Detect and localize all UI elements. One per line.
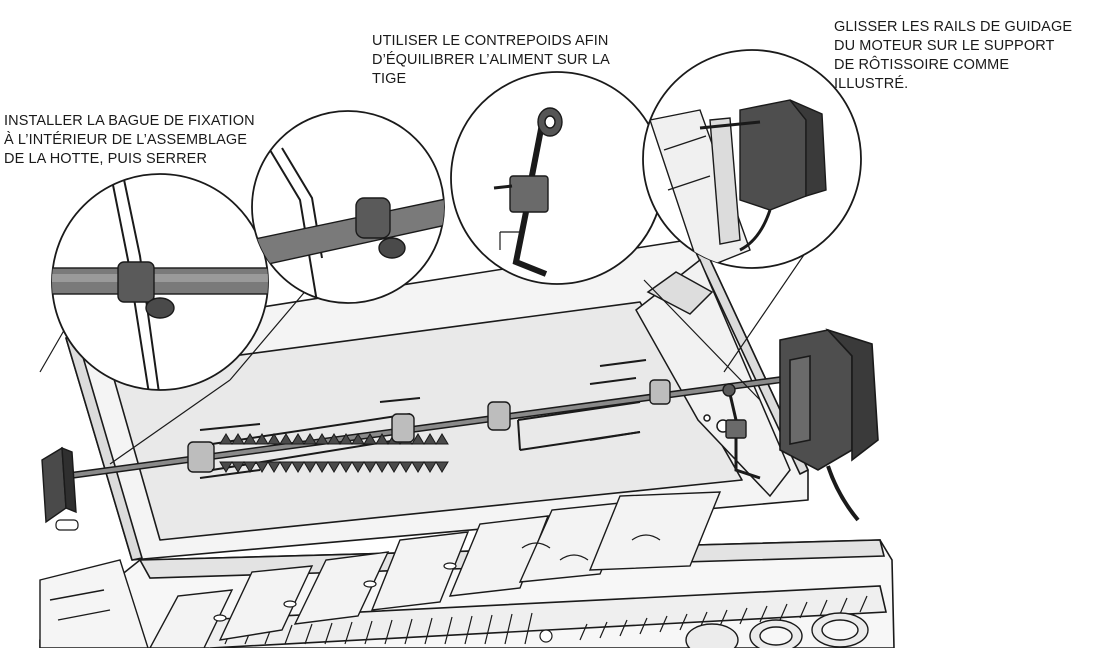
food-spikes <box>219 433 449 473</box>
rotisserie-bracket-plate <box>635 258 791 498</box>
counterweight <box>722 383 761 480</box>
callout-install-collar: INSTALLER LA BAGUE DE FIXATION À L’INTÉR… <box>4 112 255 169</box>
heat-shield-slots <box>213 534 661 622</box>
callout-line: UTILISER LE CONTREPOIDS AFIN <box>372 33 609 49</box>
collar-small <box>55 519 79 531</box>
callout-line: D’ÉQUILIBRER L’ALIMENT SUR LA <box>372 52 610 68</box>
callout-line: DE LA HOTTE, PUIS SERRER <box>4 151 208 167</box>
skewer-fork-left <box>187 413 411 473</box>
control-knobs <box>685 612 869 648</box>
detail-circle-collar-tighten <box>251 110 445 304</box>
rotisserie-motor <box>779 328 879 522</box>
callout-line: GLISSER LES RAILS DE GUIDAGE <box>834 19 1073 35</box>
skewer-fork-empty <box>517 359 671 451</box>
callout-line: DE RÔTISSOIRE COMME <box>834 57 1010 73</box>
callout-counterweight: UTILISER LE CONTREPOIDS AFIN D’ÉQUILIBRE… <box>372 32 610 89</box>
detail-circle-motor-bracket <box>642 49 862 269</box>
callout-line: ILLUSTRÉ. <box>834 76 909 92</box>
leader-lines <box>39 245 811 465</box>
callout-line: TIGE <box>372 71 407 87</box>
spit-rod-handle <box>41 446 77 524</box>
detail-circle-collar-hood <box>51 173 269 391</box>
spit-rod <box>48 372 812 482</box>
callout-line: DU MOTEUR SUR LE SUPPORT <box>834 38 1055 54</box>
callout-line: À L’INTÉRIEUR DE L’ASSEMBLAGE <box>4 132 248 148</box>
grill-side-shelf <box>39 559 149 648</box>
detail-circle-counterweight <box>450 71 664 285</box>
skewer-fork-right <box>199 397 511 479</box>
callout-motor-rails: GLISSER LES RAILS DE GUIDAGE DU MOTEUR S… <box>834 18 1072 94</box>
burner-heat-shields <box>149 491 722 648</box>
logo-mark <box>539 629 553 643</box>
callout-line: INSTALLER LA BAGUE DE FIXATION <box>4 113 255 129</box>
